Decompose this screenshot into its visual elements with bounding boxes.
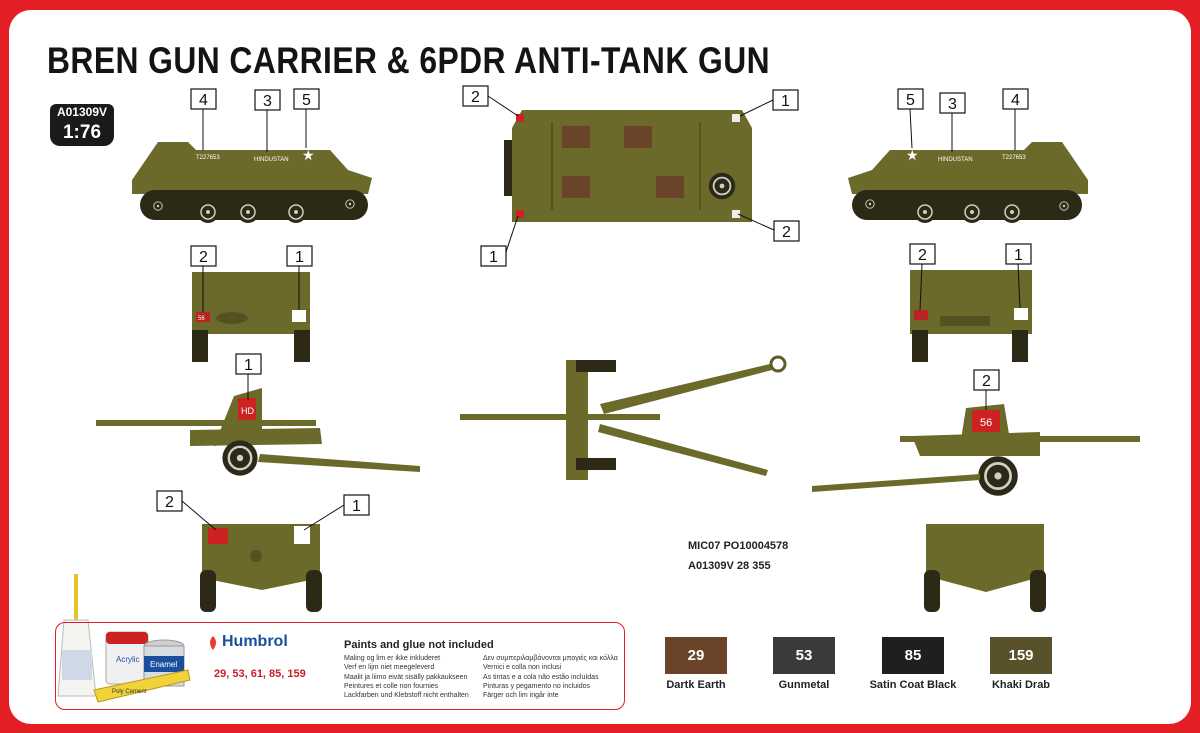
- disclaimer-line: Verf en lijm niet meegeleverd: [344, 664, 435, 672]
- gun-front-view: [200, 524, 322, 612]
- carrier-top-view: [504, 110, 752, 222]
- svg-text:2: 2: [782, 224, 791, 241]
- svg-text:4: 4: [1011, 92, 1020, 109]
- watermark-text: HOBBY SEARCH: [1040, 706, 1160, 722]
- callout-1-top: 1: [772, 89, 799, 111]
- svg-text:4: 4: [199, 92, 208, 109]
- callout-3: 3: [254, 89, 281, 111]
- disclaimer-line: Maling og lim er ikke inkluderet: [344, 655, 441, 662]
- svg-text:2: 2: [471, 89, 480, 106]
- acrylic-paint-pot-image: Acrylic: [105, 631, 149, 685]
- svg-text:1: 1: [489, 249, 498, 266]
- callout-1-front-left: 1: [286, 245, 313, 267]
- serial-marking-right: T227653: [1002, 155, 1026, 161]
- disclaimer-line: Peintures et colle non fournies: [344, 682, 439, 690]
- humbrol-logo-icon: [210, 636, 216, 650]
- svg-text:5: 5: [906, 92, 915, 109]
- callout-4-right: 4: [1002, 88, 1029, 110]
- callout-1-gun-left: 1: [235, 353, 262, 375]
- unit-plate-marking-right: 56: [980, 417, 992, 429]
- carrier-right-side-view: T227653 HINDUSTAN ★: [848, 142, 1088, 224]
- watermark-icon: [1030, 708, 1038, 720]
- disclaimer-line: Lackfarben und Klebstoff nicht enthalten: [344, 692, 469, 700]
- callout-5: 5: [293, 88, 320, 110]
- cement-tube-image: Poly Cement: [93, 669, 191, 703]
- callout-2-bottom: 2: [773, 220, 800, 242]
- svg-text:5: 5: [302, 92, 311, 109]
- kit-code-badge: A01309V: [50, 104, 114, 120]
- disclaimer-line: Färger och lim ingår inte: [483, 692, 559, 700]
- product-code-line-1: MIC07 PO10004578: [688, 540, 789, 552]
- disclaimer-line: Δεν συμπεριλαμβάνονται μπογιές και κόλλα: [483, 655, 618, 662]
- gun-top-view: [460, 355, 787, 480]
- disclaimer-line: Vernici e colla non inclusi: [483, 664, 562, 672]
- swatch-name-29: Dartk Earth: [666, 679, 726, 691]
- svg-text:2: 2: [918, 247, 927, 264]
- star-icon-right: ★: [906, 148, 919, 164]
- disclaimer-line: Pinturas y pegamento no incluidos: [483, 682, 591, 690]
- svg-text:2: 2: [165, 494, 174, 511]
- swatch-85: 85: [882, 637, 944, 674]
- swatch-name-159: Khaki Drab: [991, 679, 1051, 691]
- svg-text:1: 1: [352, 498, 361, 515]
- svg-text:3: 3: [263, 93, 272, 110]
- acrylic-label: Acrylic: [116, 655, 140, 664]
- callout-2-gun-front: 2: [156, 490, 183, 512]
- gun-rear-view: [924, 524, 1046, 612]
- disclaimer-line: Maalit ja liimo eivät sisälly pakkauksee…: [344, 673, 468, 681]
- disclaimer-left: Maling og lim er ikke inkluderet Verf en…: [344, 654, 469, 700]
- carrier-front-view-right: [910, 270, 1032, 362]
- callout-5-right: 5: [897, 88, 924, 110]
- callout-1-gun-front: 1: [343, 494, 370, 516]
- disclaimer-line: As tintas e a cola não estão incluídas: [483, 673, 599, 681]
- gun-left-side-view: HD: [96, 388, 420, 477]
- svg-text:2: 2: [982, 373, 991, 390]
- svg-text:1: 1: [295, 249, 304, 266]
- callout-2-front-left: 2: [190, 245, 217, 267]
- callout-2-top: 2: [462, 85, 489, 107]
- callout-1-bottom: 1: [480, 245, 507, 267]
- swatch-53: 53: [773, 637, 835, 674]
- carrier-left-side-view: T227653 HINDUSTAN ★: [132, 142, 372, 224]
- serial-marking: T227653: [196, 155, 220, 161]
- callout-2-front-right: 2: [909, 243, 936, 265]
- humbrol-info-panel: [55, 622, 625, 710]
- swatch-name-85: Satin Coat Black: [869, 679, 957, 691]
- callout-1-front-right: 1: [1005, 243, 1032, 265]
- carrier-front-view-left: 56: [192, 272, 310, 362]
- swatch-29: 29: [665, 637, 727, 674]
- formation-sign-marking: HD: [241, 406, 254, 416]
- cement-label: Poly Cement: [112, 689, 147, 695]
- svg-text:1: 1: [781, 93, 790, 110]
- callout-2-gun-right: 2: [973, 369, 1000, 391]
- enamel-label: Enamel: [150, 660, 177, 669]
- svg-text:1: 1: [1014, 247, 1023, 264]
- page-title: BREN GUN CARRIER & 6PDR ANTI-TANK GUN: [47, 40, 771, 81]
- callout-4: 4: [190, 88, 217, 110]
- svg-text:1: 1: [244, 357, 253, 374]
- gun-right-side-view: 56: [812, 404, 1140, 498]
- unit-plate-marking: 56: [198, 316, 205, 322]
- name-marking-right: HINDUSTAN: [938, 157, 973, 163]
- star-icon: ★: [302, 148, 315, 164]
- product-code-line-2: A01309V 28 355: [688, 560, 771, 572]
- swatch-name-53: Gunmetal: [778, 679, 830, 691]
- name-marking: HINDUSTAN: [254, 157, 289, 163]
- svg-text:3: 3: [948, 96, 957, 113]
- humbrol-paint-codes: 29, 53, 61, 85, 159: [214, 668, 306, 680]
- humbrol-brand: Humbrol: [222, 633, 288, 650]
- swatch-159: 159: [990, 637, 1052, 674]
- svg-text:2: 2: [199, 249, 208, 266]
- paints-not-included-title: Paints and glue not included: [344, 639, 494, 651]
- callout-3-right: 3: [939, 92, 966, 114]
- scale-badge: 1:76: [50, 120, 114, 146]
- disclaimer-right: Δεν συμπεριλαμβάνονται μπογιές και κόλλα…: [483, 654, 618, 700]
